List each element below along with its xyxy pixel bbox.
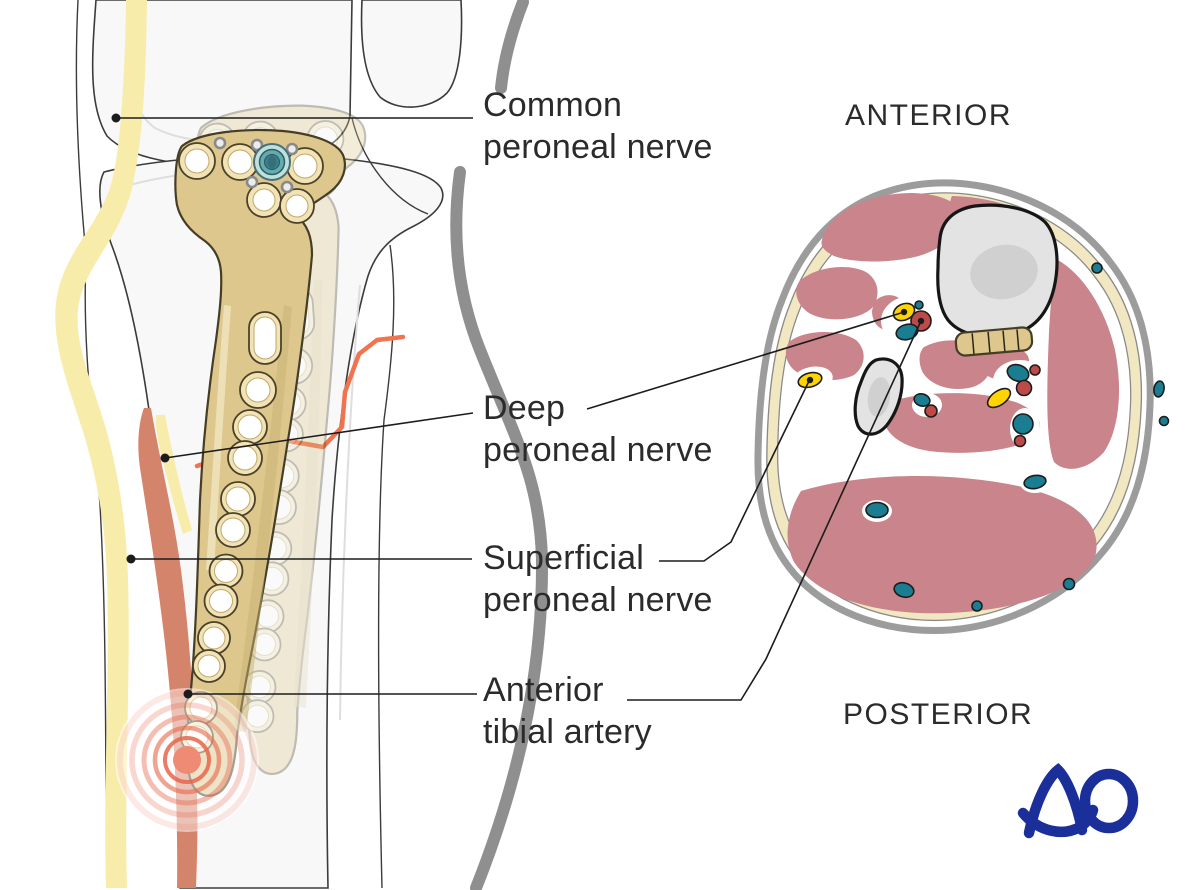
posterior-muscle-outline xyxy=(450,166,549,890)
leg-contour xyxy=(84,257,109,889)
bone-plate xyxy=(174,128,347,797)
locking-screw xyxy=(253,143,291,181)
leader-superficial-right xyxy=(659,380,810,562)
femur-lateral-condyle xyxy=(360,0,463,108)
leg-contour xyxy=(377,244,395,889)
leg-cross-section xyxy=(758,183,1170,631)
leg-lateral-view xyxy=(55,0,549,890)
label-line: Anterior xyxy=(483,671,604,709)
leader-dot xyxy=(183,689,193,699)
leader-dot xyxy=(126,554,136,564)
orientation-label-anterior: ANTERIOR xyxy=(845,99,1013,132)
kwire-pin-hole xyxy=(213,136,299,194)
leader-artery-right xyxy=(627,322,921,701)
tibial-nerve-section xyxy=(986,387,1012,409)
subcutaneous-veins xyxy=(893,262,1170,612)
leader-deep-left xyxy=(164,412,474,459)
small-vein-section xyxy=(914,300,924,310)
ao-logo: AO xyxy=(1017,762,1139,839)
intramuscular-veins xyxy=(865,474,1047,519)
label-line: Deep xyxy=(483,389,566,427)
label-line: peroneal nerve xyxy=(483,128,713,166)
leader-dot xyxy=(111,113,121,123)
label-anterior-tibial-artery: Anterior tibial artery xyxy=(483,669,652,753)
injury-ripple-icon xyxy=(115,688,259,832)
peroneal-nerve-band xyxy=(55,0,147,888)
label-line: peroneal nerve xyxy=(483,581,713,619)
leg-contour xyxy=(75,0,87,256)
label-line: peroneal nerve xyxy=(483,431,713,469)
peroneal-vessels xyxy=(913,393,1034,448)
orientation-label-posterior: POSTERIOR xyxy=(843,698,1034,731)
label-deep-peroneal-nerve: Deep peroneal nerve xyxy=(483,387,713,471)
posterior-muscle-outline xyxy=(495,0,529,94)
label-superficial-peroneal-nerve: Superficial peroneal nerve xyxy=(483,537,713,621)
anterior-neurovascular-bundle xyxy=(892,300,932,341)
label-common-peroneal-nerve: Common peroneal nerve xyxy=(483,84,713,168)
leader-lines xyxy=(111,113,921,701)
posterior-tibial-bundle xyxy=(986,363,1041,409)
label-line: Superficial xyxy=(483,539,644,577)
label-line: Common xyxy=(483,86,623,124)
leader-dot xyxy=(160,453,170,463)
leader-deep-right xyxy=(586,312,902,410)
plate-cross-section xyxy=(954,326,1034,357)
label-line: tibial artery xyxy=(483,713,652,751)
deep-peroneal-nerve-band xyxy=(155,415,192,534)
